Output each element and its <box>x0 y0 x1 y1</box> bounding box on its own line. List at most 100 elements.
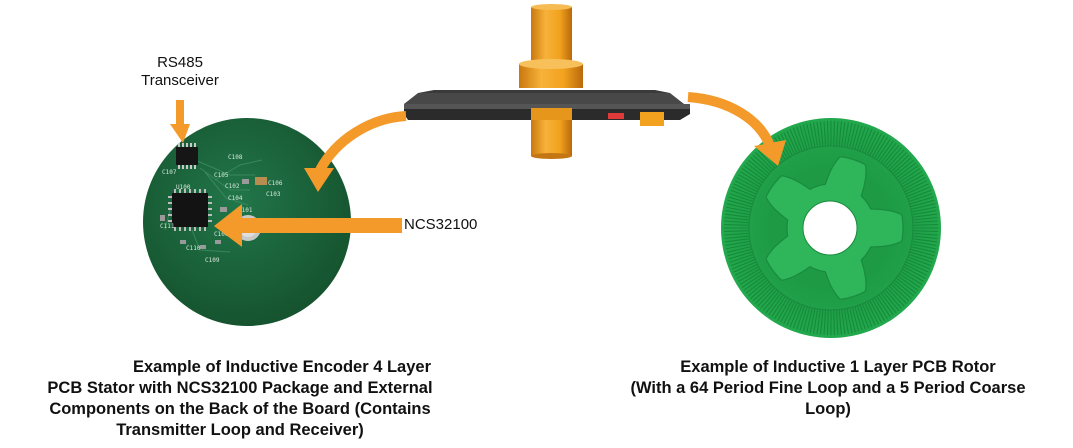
rotor-tooth <box>849 123 856 149</box>
rotor-tooth <box>783 301 796 325</box>
rotor-tooth <box>854 306 863 331</box>
rotor-tooth <box>869 300 882 323</box>
disk-red-chip <box>608 113 624 119</box>
arrow-to-stator <box>304 111 407 192</box>
rotor-tooth <box>884 147 902 167</box>
rotor-tooth <box>841 121 846 147</box>
rotor-tooth <box>750 157 770 175</box>
rotor-tooth <box>912 220 938 224</box>
rotor-tooth <box>911 243 937 250</box>
rotor-tooth <box>752 283 772 302</box>
rotor-tooth <box>873 297 888 320</box>
rotor-tooth <box>905 261 929 273</box>
rotor-tooth <box>838 121 843 147</box>
rotor-tooth <box>792 127 803 152</box>
rotor-tooth <box>888 151 908 171</box>
rotor-tooth <box>783 131 796 155</box>
silk-2: U100 <box>176 184 191 191</box>
rotor-tooth <box>841 309 846 335</box>
rotor-tooth <box>866 301 879 325</box>
rotor-caption-line1: Example of Inductive 1 Layer PCB Rotor <box>680 358 996 376</box>
stator-caption-line1: Example of Inductive Encoder 4 Layer <box>132 358 431 376</box>
stator-caption: Example of Inductive Encoder 4 Layer PCB… <box>0 357 480 441</box>
silk-6: C102 <box>225 183 240 190</box>
rotor-tooth <box>768 294 784 316</box>
rotor-tooth <box>743 165 765 181</box>
rotor-tooth <box>736 266 759 279</box>
rotor-tooth <box>904 263 928 276</box>
rotor-tooth <box>846 122 853 148</box>
rs485-label-line1: RS485 <box>157 54 203 71</box>
ncs32100-label: NCS32100 <box>404 216 514 234</box>
rotor-tooth <box>912 216 938 221</box>
rotor-tooth <box>907 189 932 200</box>
rotor-tooth <box>871 298 885 321</box>
rotor-tooth <box>729 253 754 263</box>
rotor-tooth <box>894 159 915 177</box>
rotor-tooth <box>890 283 910 302</box>
rotor-tooth <box>802 124 811 149</box>
rotor-tooth <box>826 309 829 335</box>
rotor-tooth <box>873 136 888 159</box>
rotor-tooth <box>909 251 934 260</box>
arrow-rs485 <box>170 100 190 143</box>
rotor-tooth <box>843 308 849 334</box>
rotor-tooth <box>813 122 819 148</box>
rotor-tooth <box>726 246 752 253</box>
rotor-tooth <box>789 303 801 328</box>
rotor-tooth <box>898 273 921 288</box>
rotor-tooth <box>816 121 821 147</box>
rotor-tooth <box>771 295 786 318</box>
rotor-tooth <box>724 213 750 218</box>
rotor-tooth <box>741 273 764 288</box>
rotor-tooth <box>905 183 929 195</box>
rotor-tooth <box>724 235 750 240</box>
rotor-tooth <box>864 130 876 154</box>
rotor-tooth <box>819 121 824 147</box>
rotor-tooth <box>724 230 750 233</box>
rotor-tooth <box>726 203 752 210</box>
rotor-tooth <box>739 270 762 285</box>
rotor-tooth <box>724 232 750 236</box>
rotor-tooth <box>880 292 897 314</box>
rotor-tooth <box>912 235 938 240</box>
rotor-tooth <box>796 126 806 151</box>
rotor-tooth <box>906 186 931 198</box>
rotor-tooth <box>806 307 813 333</box>
rotor-tooth <box>835 121 839 147</box>
rotor-tooth <box>906 258 931 270</box>
rotor-tooth <box>861 303 873 328</box>
rotor-tooth <box>728 251 753 260</box>
rotor-tooth <box>846 308 853 334</box>
rotor-tooth <box>911 206 937 213</box>
rotor-tooth <box>904 180 928 193</box>
rotor-tooth <box>727 248 752 257</box>
rotor-tooth <box>809 308 816 334</box>
rotor-tooth <box>843 122 849 148</box>
rotor-tooth <box>909 196 934 205</box>
rotor-tooth <box>725 240 751 246</box>
rotor-caption-line2: (With a 64 Period Fine Loop and a 5 Peri… <box>630 379 1026 397</box>
rotor-tooth <box>911 240 937 246</box>
rotor-tooth <box>878 294 894 316</box>
rotor-tooth <box>907 256 932 267</box>
rotor-tooth <box>908 193 933 203</box>
rotor-tooth <box>851 124 860 149</box>
rotor-tooth <box>882 144 900 165</box>
disk-orange-chip <box>640 112 664 126</box>
silk-3: C105 <box>214 172 229 179</box>
rotor-tooth <box>912 238 938 243</box>
rotor-tooth <box>876 295 891 318</box>
rotor-tooth <box>884 289 902 309</box>
rotor-tooth <box>886 149 905 169</box>
rotor-tooth <box>724 220 750 224</box>
silk-1: C108 <box>228 154 243 161</box>
rotor-tooth <box>724 216 750 221</box>
rotor-tooth <box>856 126 866 151</box>
rotor-tooth <box>851 307 860 332</box>
rotor-tooth <box>813 308 819 334</box>
rotor-tooth <box>901 174 924 188</box>
rotor-tooth <box>741 168 764 183</box>
silk-5: C104 <box>228 195 243 202</box>
